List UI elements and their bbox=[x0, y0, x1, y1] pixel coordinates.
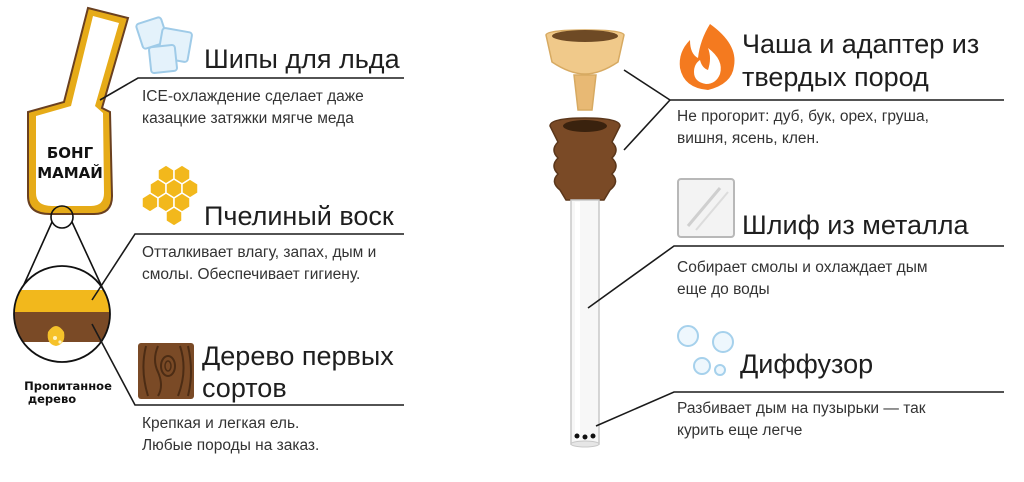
feature-desc-ice-line1: ICE-охлаждение сделает даже bbox=[142, 88, 364, 105]
feature-title-wood-line2: сортов bbox=[202, 373, 287, 403]
bong-body bbox=[27, 6, 130, 215]
feature-title-beeswax: Пчелиный воск bbox=[204, 201, 394, 231]
feature-title-wood-line1: Дерево первых bbox=[202, 341, 394, 371]
bubbles-icon bbox=[677, 325, 734, 376]
feature-title-ice-spikes: Шипы для льда bbox=[204, 44, 400, 74]
feature-desc-bowl-line2: вишня, ясень, клен. bbox=[677, 130, 820, 147]
adapter bbox=[549, 117, 621, 201]
inset-label-line1: Пропитанное bbox=[24, 379, 112, 393]
ice-cubes-icon bbox=[135, 16, 193, 74]
feature-desc-bowl-line1: Не прогорит: дуб, бук, орех, груша, bbox=[677, 108, 929, 125]
feature-desc-beeswax-line2: смолы. Обеспечивает гигиену. bbox=[142, 266, 361, 283]
feature-desc-wood-line1: Крепкая и легкая ель. bbox=[142, 415, 300, 432]
feature-title-bowl-line1: Чаша и адаптер из bbox=[742, 29, 980, 59]
right-leader-lines bbox=[587, 69, 1004, 427]
metal-plate-icon bbox=[677, 178, 735, 238]
honeycomb-icon bbox=[141, 164, 199, 227]
inset-label-box bbox=[16, 376, 124, 410]
flame-icon bbox=[679, 24, 735, 90]
feature-title-bowl-line2: твердых пород bbox=[742, 62, 929, 92]
inset-circle bbox=[13, 265, 111, 363]
feature-desc-diffuser-line1: Разбивает дым на пузырьки — так bbox=[677, 400, 926, 417]
wood-texture-icon bbox=[138, 343, 194, 399]
feature-desc-metal-line2: еще до воды bbox=[677, 281, 770, 298]
left-leader-lines bbox=[91, 77, 404, 406]
feature-desc-ice-line2: казацкие затяжки мягче меда bbox=[142, 110, 354, 127]
honey-drop-icon bbox=[47, 326, 65, 346]
feature-title-diffuser: Диффузор bbox=[740, 349, 874, 379]
stem-tube bbox=[570, 199, 600, 448]
bong-label-line2: МАМАЙ bbox=[37, 163, 103, 182]
bong-label-line1: БОНГ bbox=[47, 144, 94, 162]
feature-desc-beeswax-line1: Отталкивает влагу, запах, дым и bbox=[142, 244, 377, 261]
feature-desc-metal-line1: Собирает смолы и охлаждает дым bbox=[677, 259, 928, 276]
feature-desc-diffuser-line2: курить еще легче bbox=[677, 422, 803, 439]
bowl-top bbox=[545, 29, 625, 111]
feature-title-metal-joint: Шлиф из металла bbox=[742, 210, 969, 240]
inset-label-line2: дерево bbox=[28, 392, 76, 406]
feature-desc-wood-line2: Любые породы на заказ. bbox=[142, 437, 320, 454]
